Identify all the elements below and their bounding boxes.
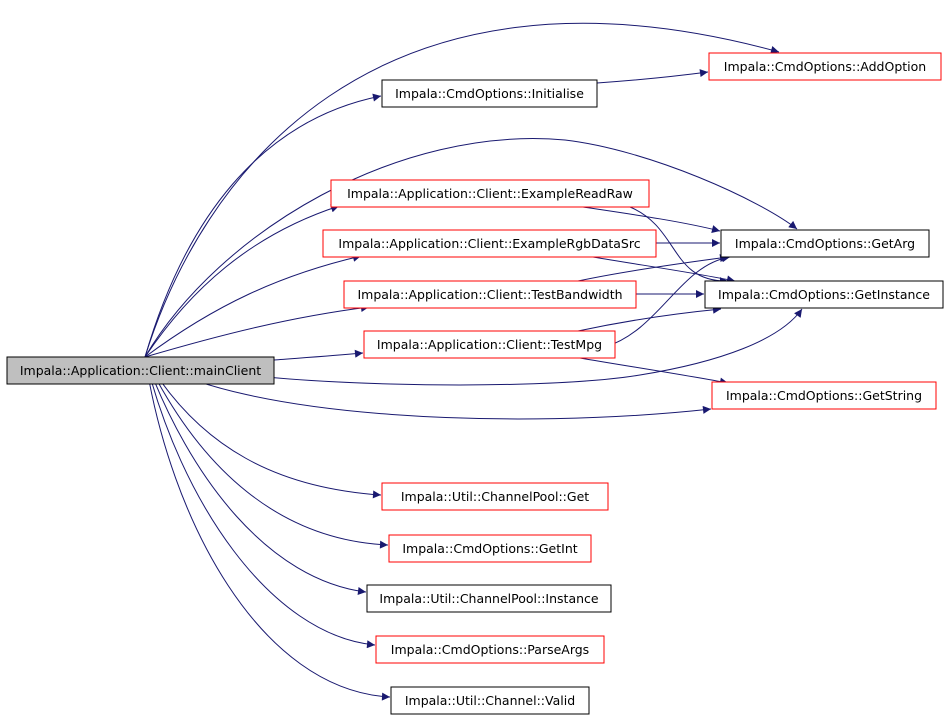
node-label: Impala::Application::Client::mainClient	[20, 363, 261, 378]
node-label: Impala::CmdOptions::GetInt	[402, 541, 577, 556]
edge-ExampleReadRaw-to-GetInstance	[629, 206, 729, 286]
edges	[144, 23, 803, 701]
edge-mainClient-to-GetArg	[144, 138, 798, 358]
node-box	[322, 229, 657, 258]
node-ChannelPoolGet[interactable]: Impala::Util::ChannelPool::Get	[381, 482, 609, 511]
edge-mainClient-to-ChannelPoolInstance	[144, 356, 367, 595]
node-box	[704, 280, 944, 309]
node-box	[381, 482, 609, 511]
node-ChannelValid[interactable]: Impala::Util::Channel::Valid	[390, 686, 590, 715]
edge-TestMpg-to-GetArg	[604, 254, 731, 348]
edge-mainClient-to-ChannelValid	[144, 356, 391, 701]
node-box	[720, 229, 930, 258]
node-box	[711, 381, 937, 410]
edge-mainClient-to-ChannelPoolGet	[144, 356, 382, 499]
node-ExampleRgbDataSrc[interactable]: Impala::Application::Client::ExampleRgbD…	[322, 229, 657, 258]
node-AddOption[interactable]: Impala::CmdOptions::AddOption	[708, 52, 942, 81]
edge-ExampleReadRaw-to-GetArg	[582, 206, 721, 233]
node-Initialise[interactable]: Impala::CmdOptions::Initialise	[381, 79, 598, 108]
node-ExampleReadRaw[interactable]: Impala::Application::Client::ExampleRead…	[330, 179, 650, 208]
node-TestMpg[interactable]: Impala::Application::Client::TestMpg	[363, 330, 616, 359]
node-label: Impala::Util::ChannelPool::Instance	[379, 591, 599, 606]
node-box	[363, 330, 616, 359]
node-label: Impala::Application::Client::TestBandwid…	[357, 287, 622, 302]
node-mainClient: Impala::Application::Client::mainClient	[6, 356, 275, 385]
node-GetInstance[interactable]: Impala::CmdOptions::GetInstance	[704, 280, 944, 309]
edge-TestMpg-to-GetInstance	[577, 305, 722, 332]
edge-ExampleRgbDataSrc-to-GetInstance	[592, 256, 736, 284]
node-box	[6, 356, 275, 385]
node-box	[375, 635, 605, 664]
node-GetArg[interactable]: Impala::CmdOptions::GetArg	[720, 229, 930, 258]
edge-mainClient-to-ExampleRgbDataSrc	[144, 253, 362, 358]
node-label: Impala::Util::Channel::Valid	[405, 693, 575, 708]
node-box	[366, 584, 612, 613]
edge-mainClient-to-TestMpg	[273, 349, 364, 361]
node-label: Impala::CmdOptions::Initialise	[395, 86, 584, 101]
edge-TestMpg-to-GetString	[579, 357, 729, 386]
node-label: Impala::CmdOptions::GetArg	[735, 236, 915, 251]
node-box	[330, 179, 650, 208]
node-GetString[interactable]: Impala::CmdOptions::GetString	[711, 381, 937, 410]
node-ChannelPoolInstance[interactable]: Impala::Util::ChannelPool::Instance	[366, 584, 612, 613]
edge-mainClient-to-TestBandwidth	[144, 304, 370, 358]
node-label: Impala::Util::ChannelPool::Get	[401, 489, 589, 504]
edge-mainClient-to-AddOption	[144, 23, 780, 358]
edge-Initialise-to-AddOption	[596, 69, 709, 84]
node-label: Impala::CmdOptions::ParseArgs	[391, 642, 589, 657]
node-box	[708, 52, 942, 81]
node-label: Impala::CmdOptions::GetInstance	[718, 287, 930, 302]
node-label: Impala::CmdOptions::AddOption	[724, 59, 926, 74]
edge-mainClient-to-GetInt	[144, 356, 389, 549]
node-box	[381, 79, 598, 108]
edge-mainClient-to-Initialise	[144, 93, 382, 358]
node-TestBandwidth[interactable]: Impala::Application::Client::TestBandwid…	[343, 280, 637, 309]
node-box	[390, 686, 590, 715]
edge-mainClient-to-ExampleReadRaw	[144, 204, 340, 358]
node-box	[343, 280, 637, 309]
node-label: Impala::CmdOptions::GetString	[726, 388, 922, 403]
edge-TestBandwidth-to-GetArg	[577, 254, 729, 282]
node-label: Impala::Application::Client::TestMpg	[377, 337, 602, 352]
node-label: Impala::Application::Client::ExampleRgbD…	[338, 236, 640, 251]
nodes: Impala::Application::Client::mainClientI…	[6, 52, 944, 715]
node-label: Impala::Application::Client::ExampleRead…	[347, 186, 633, 201]
node-GetInt[interactable]: Impala::CmdOptions::GetInt	[388, 534, 592, 563]
node-ParseArgs[interactable]: Impala::CmdOptions::ParseArgs	[375, 635, 605, 664]
node-box	[388, 534, 592, 563]
edge-mainClient-to-ParseArgs	[144, 356, 376, 649]
